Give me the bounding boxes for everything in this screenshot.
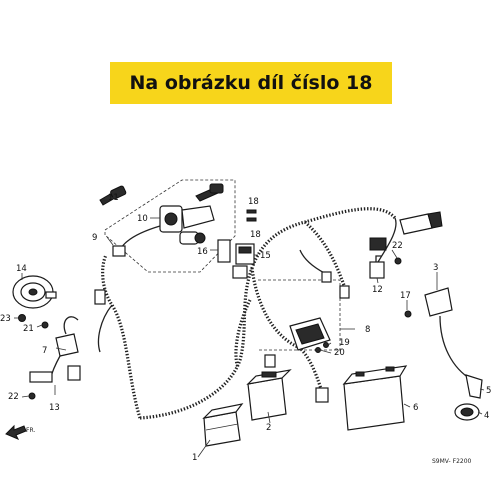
callout-17: 17 bbox=[400, 291, 411, 301]
callout-9: 9 bbox=[92, 233, 97, 243]
fuse-box bbox=[202, 403, 244, 447]
callout-11: 11 bbox=[108, 193, 119, 203]
battery bbox=[342, 365, 408, 431]
diagram-code: S9MV- F2200 bbox=[432, 458, 472, 465]
callout-6: 6 bbox=[413, 403, 418, 413]
spark-plug-cap bbox=[454, 403, 480, 421]
screws bbox=[246, 209, 257, 222]
callout-19: 19 bbox=[339, 338, 350, 348]
regulator-rectifier bbox=[258, 279, 341, 351]
bolts bbox=[18, 314, 49, 329]
leader-lines bbox=[14, 197, 485, 458]
callout-4: 4 bbox=[484, 411, 489, 421]
callout-5: 5 bbox=[486, 386, 491, 396]
key bbox=[99, 185, 127, 206]
banner-text: Na obrázku díl číslo 18 bbox=[129, 72, 373, 94]
starter-relay bbox=[399, 211, 443, 235]
callout-18-upper: 18 bbox=[248, 197, 259, 207]
callout-14: 14 bbox=[16, 264, 27, 274]
callout-labels: 1 2 3 4 5 6 7 8 9 10 11 12 13 14 15 16 1… bbox=[0, 193, 491, 463]
horn bbox=[12, 275, 57, 309]
callout-16: 16 bbox=[197, 247, 208, 257]
front-direction-arrow: FR. bbox=[5, 424, 35, 440]
callout-10: 10 bbox=[137, 214, 148, 224]
ignition-switch-group-frame bbox=[104, 179, 236, 273]
callout-23: 23 bbox=[0, 314, 11, 324]
connector-13 bbox=[28, 365, 81, 400]
callout-8: 8 bbox=[365, 325, 370, 335]
ignition-coil bbox=[404, 287, 483, 399]
connector-12 bbox=[369, 237, 387, 279]
callout-2: 2 bbox=[266, 423, 271, 433]
callout-3: 3 bbox=[433, 263, 438, 273]
cdi-unit bbox=[246, 369, 292, 421]
callout-13: 13 bbox=[49, 403, 60, 413]
callout-1: 1 bbox=[192, 453, 197, 463]
ignition-switch bbox=[112, 183, 224, 257]
harness-connectors bbox=[94, 271, 350, 403]
direction-label: FR. bbox=[26, 427, 35, 434]
callout-21: 21 bbox=[23, 324, 34, 334]
bolt-22-upper bbox=[394, 257, 402, 265]
callout-15: 15 bbox=[260, 251, 271, 261]
callout-20: 20 bbox=[334, 348, 345, 358]
relay-small bbox=[217, 239, 248, 279]
callout-7: 7 bbox=[42, 346, 47, 356]
turn-signal-relay bbox=[49, 316, 79, 381]
part-number-banner: Na obrázku díl číslo 18 bbox=[110, 62, 392, 104]
callout-22-right: 22 bbox=[392, 241, 403, 251]
seat-lock-cylinder bbox=[179, 231, 206, 245]
callout-18-lower: 18 bbox=[250, 230, 261, 240]
callout-22-left: 22 bbox=[8, 392, 19, 402]
relay bbox=[235, 243, 255, 265]
callout-12: 12 bbox=[372, 285, 383, 295]
